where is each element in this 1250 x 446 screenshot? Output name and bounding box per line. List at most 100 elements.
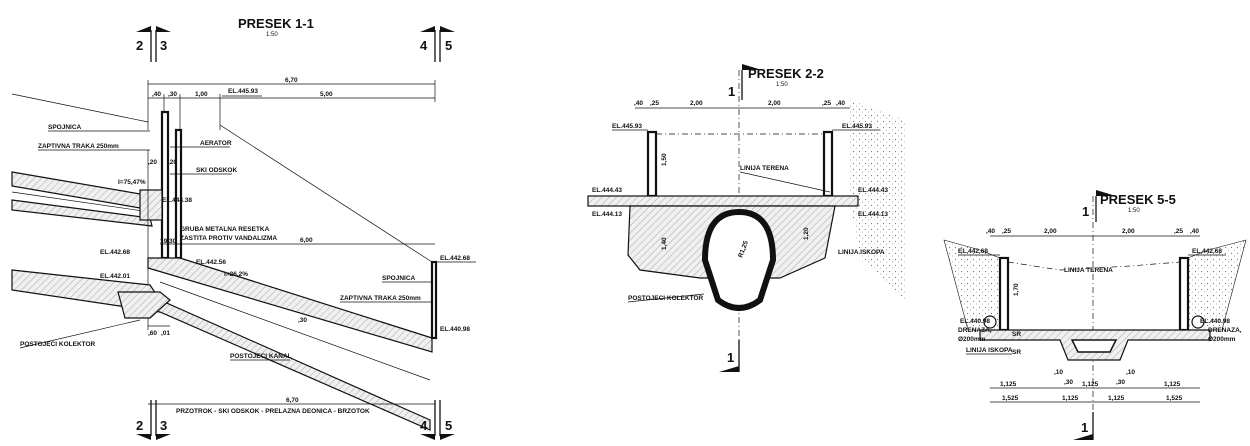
dim-5-5-r2-b: 1,125 <box>1062 395 1079 402</box>
label-5-5-h-wall: 1,70 <box>1013 283 1020 296</box>
base-slab-2-2 <box>587 195 859 207</box>
label-zaptivna-1: ZAPTIVNA TRAKA 250mm <box>38 143 119 150</box>
label-el-442-01: EL.442.01 <box>100 273 130 280</box>
label-2-2-el-bl: EL.444.13 <box>592 211 622 218</box>
right-wall-2-2 <box>822 130 834 198</box>
left-wall-5-5 <box>998 256 1010 332</box>
section-5-5-scale: 1:50 <box>1128 208 1140 214</box>
dim-60: ,60 <box>148 330 157 337</box>
dim-total-label: PRZOTROK - SKI ODSKOK - PRELAZNA DEONICA… <box>176 408 370 415</box>
dim-01: ,01 <box>161 330 170 337</box>
label-5-5-drenaza-l1: DRENAZA, <box>958 327 992 334</box>
label-resetka-2: ZASTITA PROTIV VANDALIZMA <box>180 235 277 242</box>
dim-5-5-r1-c: 1,125 <box>1164 381 1181 388</box>
cut-label-4-top: 4 <box>420 38 428 53</box>
drain-pipe-right <box>1191 315 1205 329</box>
section-1-1-title: PRESEK 1-1 <box>238 16 314 31</box>
dim-2-2-200l: 2,00 <box>690 100 703 107</box>
label-5-5-drenaza-l2: Ø200mm <box>958 336 986 343</box>
dims-5-5-bottom: ,10 ,30 ,30 ,10 1,125 1,125 1,125 1,525 … <box>990 369 1200 403</box>
label-2-2-postojeci-kolektor: POSTOJECI KOLEKTOR <box>628 295 704 302</box>
label-5-5-linija-terena: LINIJA TERENA <box>1064 267 1113 274</box>
dim-5-5-200r: 2,00 <box>1122 228 1135 235</box>
dim-2-2-200r: 2,00 <box>768 100 781 107</box>
bottom-dimension: 6,70 PRZOTROK - SKI ODSKOK - PRELAZNA DE… <box>148 397 435 415</box>
dim-5-5-small-30r: ,30 <box>1116 379 1125 386</box>
cut-label-2-bottom: 2 <box>136 418 143 433</box>
dim-5-5-r2-c: 1,125 <box>1108 395 1125 402</box>
label-el-442-68-right: EL.442.68 <box>440 255 470 262</box>
label-2-2-el-tl: EL.445.93 <box>612 123 642 130</box>
label-2-2-el-ml: EL.444.43 <box>592 187 622 194</box>
dim-2-2-40r: ,40 <box>836 100 845 107</box>
cut-label-4-bottom: 4 <box>420 418 428 433</box>
right-wall-5-5 <box>1178 256 1190 332</box>
cut-marker-bottom-left: 2 3 <box>136 400 171 440</box>
cut-marker-top-left: 2 3 <box>136 26 171 62</box>
dim-5-5-small-30l: ,30 <box>1064 379 1073 386</box>
culvert-2-2 <box>701 208 777 311</box>
dim-19-30: 19,30 <box>160 238 177 245</box>
left-wall-2-2 <box>646 130 658 198</box>
dim-5-5-200l: 2,00 <box>1044 228 1057 235</box>
terrain-2-2 <box>850 100 905 300</box>
label-2-2-linija-terena: LINIJA TERENA <box>740 165 789 172</box>
cut-label-1-bottom-2-2: 1 <box>727 350 734 365</box>
label-el-442-56: EL.442.56 <box>196 259 226 266</box>
label-5-5-el-br: EL.440.98 <box>1200 318 1230 325</box>
section-2-2: PRESEK 2-2 1:50 1 1 ,40 ,25 2,00 2,00 ,2… <box>587 64 905 372</box>
label-2-2-h-mid: 1,20 <box>803 227 810 240</box>
terrain-line-right <box>219 124 433 263</box>
label-5-5-linija-iskopa: LINIJA ISKOPA <box>966 347 1013 354</box>
dims-5-5-top: ,40 ,25 2,00 2,00 ,25 ,40 <box>986 228 1200 237</box>
cut-marker-bottom-right: 4 5 <box>420 400 455 440</box>
cut-label-5-bottom: 5 <box>445 418 452 433</box>
dim-1-00: 1,00 <box>195 91 208 98</box>
label-5-5-drenaza-r1: DRENAZA, <box>1208 327 1242 334</box>
label-slope-2: I=26,2% <box>224 271 248 278</box>
cut-label-1-top-2-2: 1 <box>728 84 735 99</box>
dim-5-5-25r: ,25 <box>1174 228 1183 235</box>
label-spojnica-1: SPOJNICA <box>48 124 82 131</box>
cut-marker-top-right: 4 5 <box>420 26 455 62</box>
section-5-5: PRESEK 5-5 1:50 1 1 ,40 ,25 2,00 2,00 ,2… <box>943 190 1247 440</box>
dim-5-5-r2-d: 1,525 <box>1166 395 1183 402</box>
label-5-5-el-bl: EL.440.98 <box>960 318 990 325</box>
section-1-1-scale: 1:50 <box>266 32 278 38</box>
cut-label-3-top: 3 <box>160 38 167 53</box>
dim-6-70-bottom: 6,70 <box>286 397 299 404</box>
label-2-2-h-wall: 1,50 <box>661 153 668 166</box>
label-aerator: AERATOR <box>200 140 232 147</box>
label-postojeci-kanal: POSTOJECI KANAL <box>230 353 292 360</box>
dim-20-a: ,20 <box>148 159 157 166</box>
dim-30: ,30 <box>168 91 177 98</box>
label-el-440-98: EL.440.98 <box>440 326 470 333</box>
dim-5-00: 5,00 <box>320 91 333 98</box>
dim-2-2-25l: ,25 <box>650 100 659 107</box>
dims-2-2: ,40 ,25 2,00 2,00 ,25 ,40 <box>634 100 850 109</box>
label-5-5-el-tl: EL.442.68 <box>958 248 988 255</box>
label-5-5-el-tr: EL.442.68 <box>1192 248 1222 255</box>
drain-pipe-left <box>983 315 997 329</box>
cut-label-5-top: 5 <box>445 38 452 53</box>
dim-2-2-25r: ,25 <box>822 100 831 107</box>
channel-5-5 <box>1070 339 1118 353</box>
dim-5-5-40r: ,40 <box>1190 228 1199 235</box>
section-5-5-labels: EL.442.68 EL.442.68 LINIJA TERENA EL.440… <box>958 248 1242 356</box>
section-1-1: PRESEK 1-1 1:50 2 3 4 5 <box>11 16 476 440</box>
cut-label-1-bottom-5-5: 1 <box>1081 420 1088 435</box>
dim-2-2-40l: ,40 <box>634 100 643 107</box>
label-el-442-68-left: EL.442.68 <box>100 249 130 256</box>
dim-6-70-top: 6,70 <box>285 77 298 84</box>
terrain-line-left <box>11 93 149 123</box>
cut-label-1-top-5-5: 1 <box>1082 204 1089 219</box>
dim-20-b: ,20 <box>168 159 177 166</box>
label-resetka-1: GRUBA METALNA RESETKA <box>180 226 270 233</box>
section-2-2-scale: 1:50 <box>776 82 788 88</box>
label-postojeci-kolektor: POSTOJECI KOLEKTOR <box>20 341 96 348</box>
dim-5-5-25l: ,25 <box>1002 228 1011 235</box>
label-spojnica-2: SPOJNICA <box>382 275 416 282</box>
label-2-2-el-tr: EL.445.93 <box>842 123 872 130</box>
section-2-2-labels: EL.445.93 EL.445.93 EL.444.43 EL.444.43 … <box>592 123 888 303</box>
